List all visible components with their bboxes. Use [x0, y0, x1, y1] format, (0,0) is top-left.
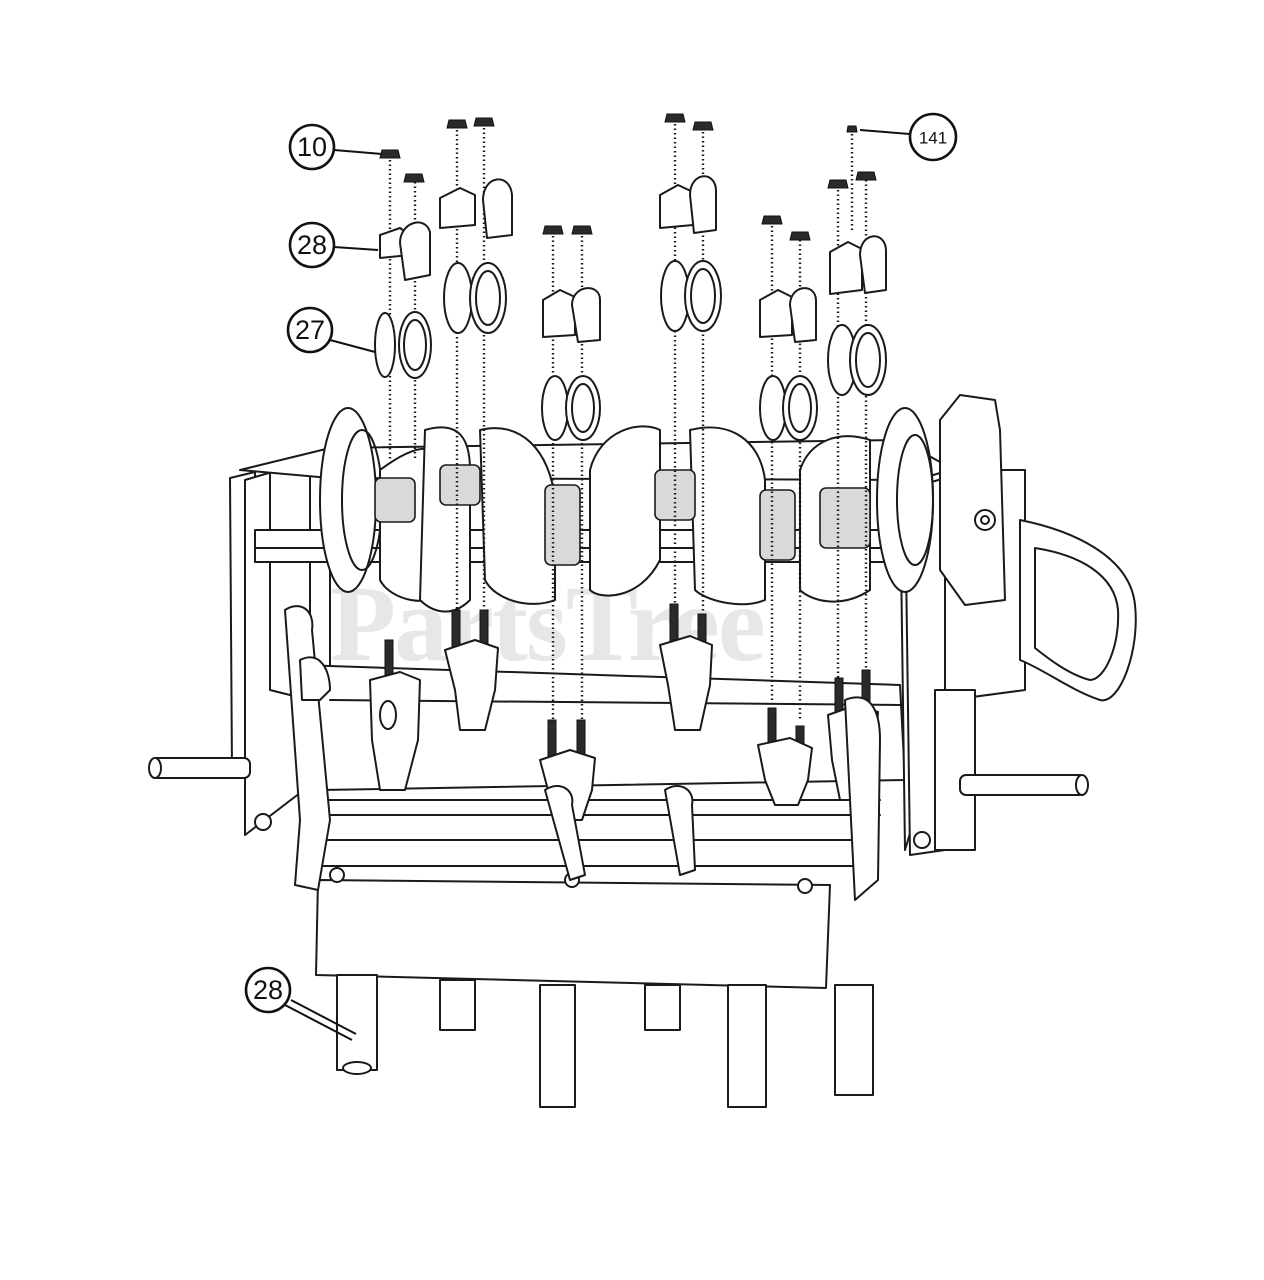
callout-28-top-label: 28	[297, 230, 327, 260]
callout-141: 141	[859, 112, 958, 162]
callout-27-label: 27	[295, 315, 325, 345]
bearing-stack-2	[439, 117, 513, 731]
callout-10: 10	[288, 123, 383, 171]
bearing-stack-4	[659, 113, 722, 731]
linkage-arms	[284, 605, 881, 901]
callout-28-bottom-label: 28	[253, 975, 283, 1005]
bearing-stack-5	[757, 215, 818, 806]
callout-27: 27	[286, 306, 376, 354]
callout-28-top: 28	[288, 221, 379, 269]
bearing-stack-1	[374, 149, 432, 460]
callout-10-label: 10	[297, 132, 327, 162]
callout-28-bottom: 28	[244, 966, 357, 1041]
crankshaft	[319, 407, 934, 613]
callout-141-label: 141	[919, 129, 947, 148]
bearing-stack-left-lower	[369, 639, 421, 791]
